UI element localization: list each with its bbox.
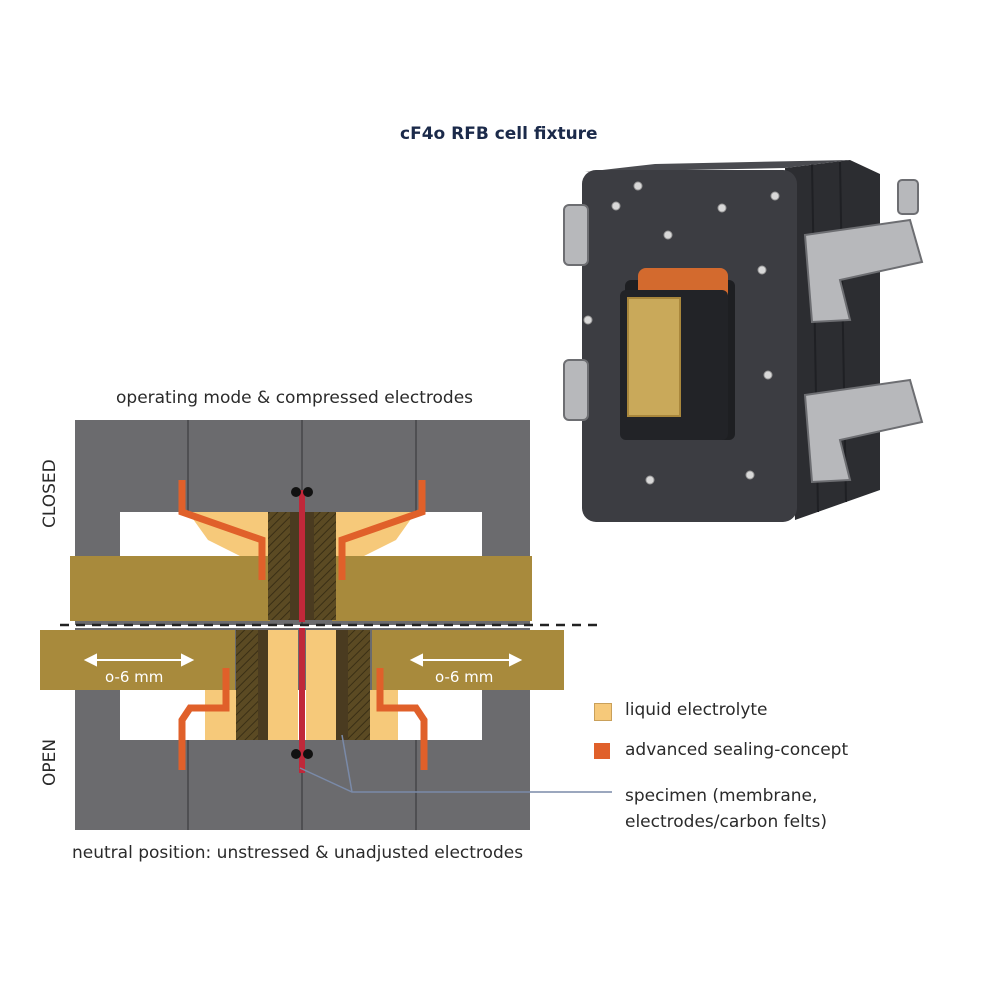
legend-swatch-electrolyte <box>594 703 612 721</box>
double-arrow-icon <box>83 653 523 667</box>
open-seal-right <box>376 668 428 770</box>
fixture-top <box>585 160 850 172</box>
gold-electrode <box>627 297 681 417</box>
closed-seal-right <box>338 480 426 580</box>
figure-title: cF4o RFB cell fixture <box>400 124 598 144</box>
caption-open-mode: neutral position: unstressed & unadjuste… <box>72 843 524 863</box>
dimension-label-right: o-6 mm <box>435 668 494 686</box>
closed-felt-left <box>268 512 290 620</box>
legend-swatch-sealing <box>594 743 610 759</box>
legend-label-sealing: advanced sealing-concept <box>625 740 849 760</box>
closed-section <box>70 420 532 625</box>
legend-label-specimen-line2: electrodes/carbon felts) <box>625 812 827 832</box>
open-electrolyte-right <box>306 630 336 740</box>
open-felt-right <box>348 630 370 740</box>
closed-seal-left <box>178 480 266 580</box>
closed-plate-left <box>70 556 270 621</box>
caption-closed-mode: operating mode & compressed electrodes <box>116 388 474 408</box>
open-membrane <box>299 628 305 773</box>
closed-plate-right <box>332 556 532 621</box>
cell-fixture-illustration <box>563 160 924 522</box>
dimension-label-left: o-6 mm <box>105 668 164 686</box>
open-section <box>40 628 612 830</box>
screw-icon <box>583 181 780 485</box>
open-electrolyte-left-outer <box>205 690 236 740</box>
legend-label-specimen-line1: specimen (membrane, <box>625 786 818 806</box>
legend-label-electrolyte: liquid electrolyte <box>625 700 768 720</box>
open-electrolyte-right-outer <box>370 690 398 740</box>
open-seal-left <box>178 668 230 770</box>
clamp-icon <box>563 179 924 484</box>
open-felt-left <box>236 630 258 740</box>
open-electrolyte-left <box>268 630 298 740</box>
closed-felt-right <box>314 512 336 620</box>
closed-membrane <box>299 490 305 622</box>
